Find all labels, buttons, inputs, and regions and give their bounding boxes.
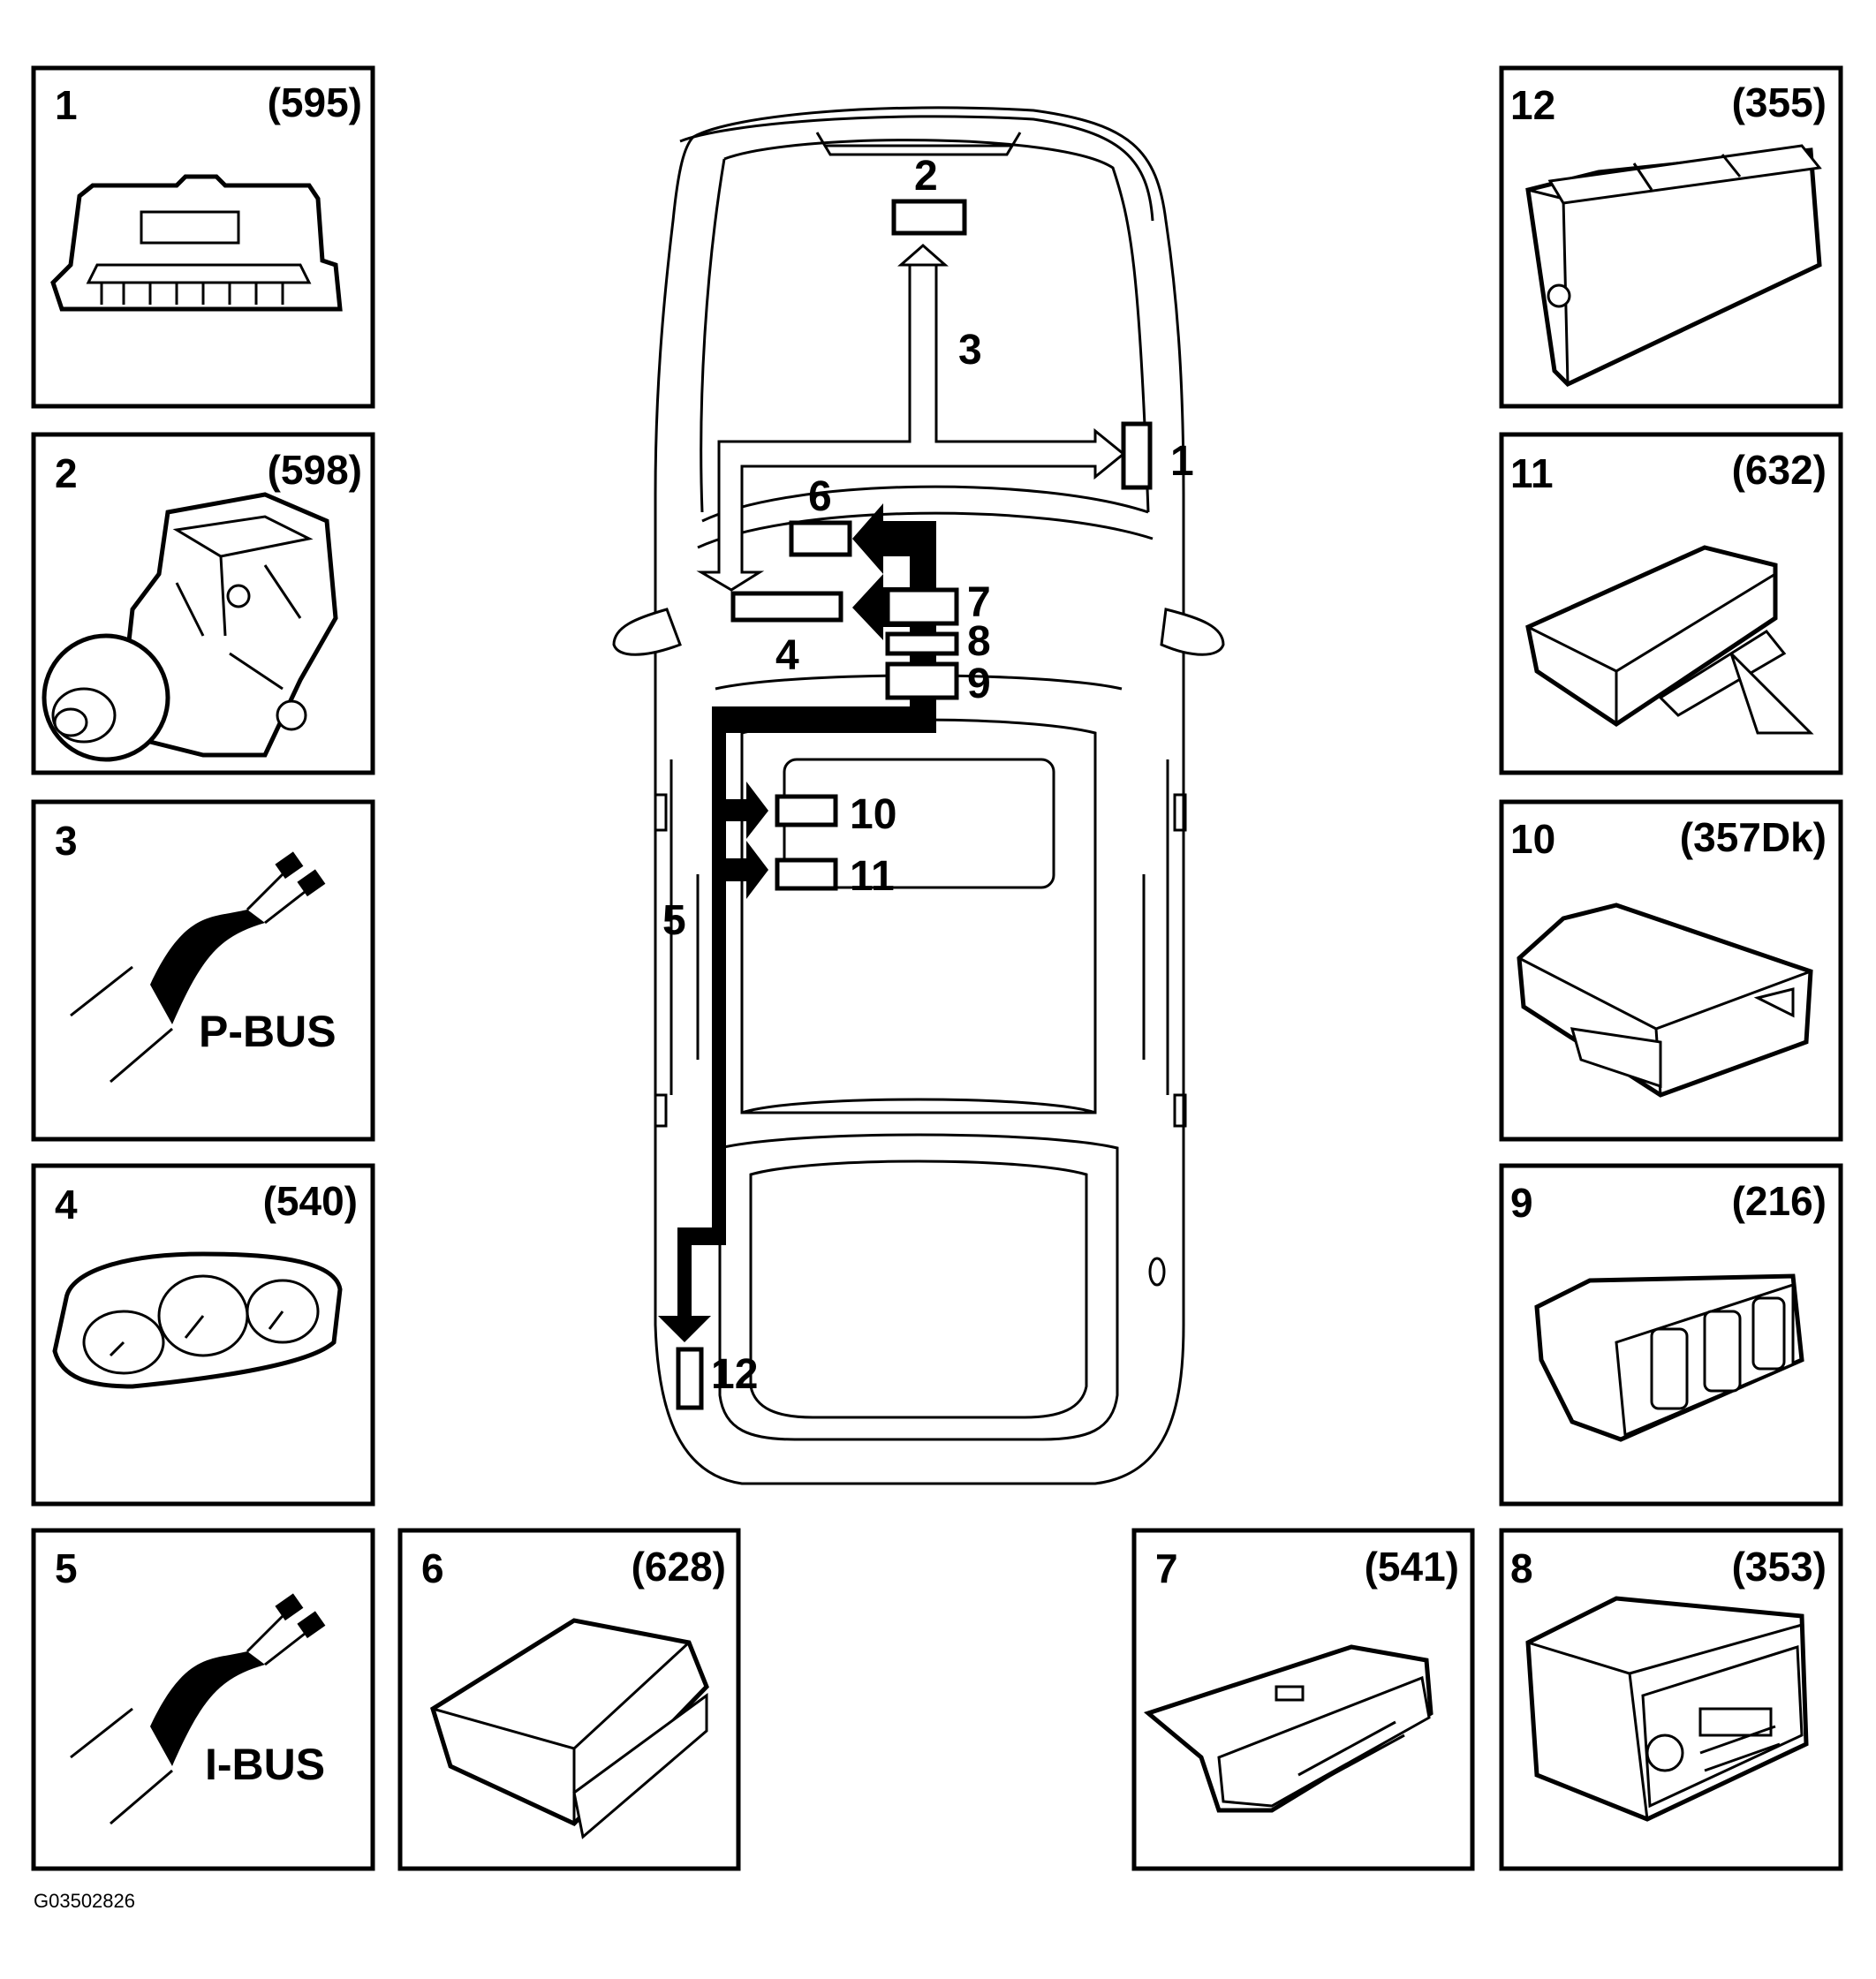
car-label-12: 12: [711, 1351, 758, 1398]
panel-number: 8: [1510, 1545, 1533, 1591]
twisted-pair-cable-icon: [70, 851, 326, 1084]
ecu-module-icon: [50, 174, 343, 312]
panel-code: (541): [1365, 1544, 1459, 1590]
node-2: [891, 199, 967, 236]
node-9: [885, 661, 959, 700]
car-label-1: 1: [1170, 438, 1194, 485]
panel-12-control-module: 12 (355): [1499, 65, 1843, 409]
car-label-2: 2: [914, 153, 938, 200]
panel-number: 11: [1510, 450, 1554, 496]
panel-7-display-unit: 7 (541): [1131, 1528, 1475, 1871]
panel-code: (595): [268, 79, 362, 125]
panel-10-control-module: 10 (357Dk): [1499, 799, 1843, 1142]
p-bus-lines: [696, 244, 1126, 592]
panel-code: (353): [1732, 1544, 1827, 1590]
panel-number: 7: [1155, 1545, 1178, 1591]
panel-5-i-bus-cable: 5 I-BUS: [31, 1528, 375, 1871]
twisted-pair-cable-icon: [70, 1593, 326, 1825]
instrument-cluster-icon: [52, 1251, 343, 1389]
node-1: [1121, 421, 1153, 490]
node-10: [775, 794, 838, 827]
panel-code: (216): [1732, 1178, 1827, 1224]
panel-number: 2: [55, 450, 78, 496]
node-6: [789, 520, 852, 557]
panel-number: 1: [55, 82, 78, 128]
panel-number: 9: [1510, 1180, 1533, 1226]
node-11: [775, 857, 838, 891]
node-8: [885, 631, 959, 656]
radio-unit-icon: [1525, 1596, 1809, 1822]
display-unit-icon: [1143, 1644, 1433, 1813]
bus-label: P-BUS: [199, 1007, 337, 1056]
panel-code: (632): [1732, 447, 1827, 493]
module-box-icon: [1525, 144, 1822, 388]
panel-number: 4: [55, 1182, 78, 1227]
module-box-icon: [1517, 903, 1813, 1098]
panel-code: (540): [263, 1178, 358, 1224]
panel-number: 10: [1510, 816, 1555, 862]
car-label-8: 8: [967, 618, 991, 665]
panel-8-radio-unit: 8 (353): [1499, 1528, 1843, 1871]
panel-4-instrument-cluster: 4 (540): [31, 1163, 375, 1507]
car-label-7: 7: [967, 579, 991, 626]
panel-code: (598): [268, 447, 362, 493]
car-label-11: 11: [850, 853, 895, 900]
node-4: [730, 591, 843, 623]
panel-number: 6: [421, 1545, 444, 1591]
figure-reference: G03502826: [34, 1890, 135, 1912]
panel-2-fuel-injection-pump: 2 (598): [31, 432, 375, 775]
car-label-4: 4: [775, 632, 799, 679]
control-module-icon: [430, 1618, 709, 1839]
panel-code: (628): [632, 1544, 726, 1590]
panel-number: 3: [55, 818, 78, 864]
car-label-3: 3: [958, 327, 982, 374]
car-label-9: 9: [967, 661, 991, 707]
panel-3-p-bus-cable: 3 P-BUS: [31, 799, 375, 1142]
panel-9-control-panel: 9 (216): [1499, 1163, 1843, 1507]
panel-code: (355): [1732, 79, 1827, 125]
panel-code: (357Dk): [1680, 814, 1827, 860]
car-label-5: 5: [662, 897, 686, 944]
car-label-6: 6: [808, 473, 832, 520]
node-12: [676, 1347, 704, 1410]
panel-number: 5: [55, 1545, 78, 1591]
car-label-10: 10: [850, 791, 896, 838]
panel-6-control-module: 6 (628): [397, 1528, 741, 1871]
injection-pump-icon: [42, 492, 338, 762]
panel-11-control-module: 11 (632): [1499, 432, 1843, 775]
node-7: [885, 587, 959, 626]
bus-label: I-BUS: [205, 1740, 325, 1789]
module-box-icon: [1525, 545, 1814, 735]
control-panel-icon: [1534, 1273, 1804, 1442]
i-bus-lines: [658, 503, 936, 1342]
panel-1-engine-control-module: 1 (595): [31, 65, 375, 409]
panel-number: 12: [1510, 82, 1555, 128]
